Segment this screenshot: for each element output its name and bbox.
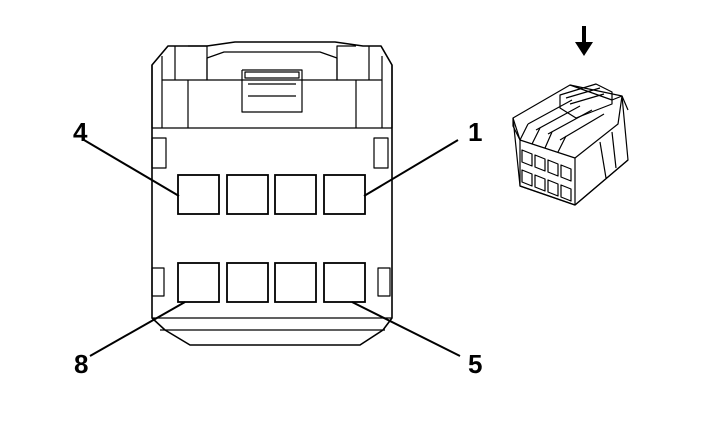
pin-label-8: 8 [74, 349, 88, 379]
right-latch [336, 45, 393, 128]
cavity-pin-7 [226, 262, 269, 303]
guide-right-bottom [377, 267, 391, 297]
cavity-pin-2 [274, 174, 317, 215]
connector-isometric-view [512, 83, 629, 206]
left-latch [151, 45, 208, 128]
cavity-pin-4 [177, 174, 220, 215]
lock-tab [206, 51, 338, 113]
leader-pin-5 [351, 301, 461, 357]
guide-right-top [373, 137, 389, 169]
leader-pin-4 [83, 139, 180, 197]
cavity-pin-1 [323, 174, 366, 215]
cavity-pin-5 [323, 262, 366, 303]
pin-label-1: 1 [468, 117, 482, 147]
cavity-pin-3 [226, 174, 269, 215]
arrow-down-icon [575, 26, 593, 56]
pin-label-4: 4 [73, 117, 88, 147]
pin-label-5: 5 [468, 349, 482, 379]
connector-face-view: 4 1 8 5 [73, 41, 482, 379]
cavity-pin-8 [177, 262, 220, 303]
leader-pin-8 [89, 301, 186, 357]
cavity-pin-6 [274, 262, 317, 303]
guide-left-bottom [151, 267, 165, 297]
guide-left-top [151, 137, 167, 169]
leader-pin-1 [363, 139, 459, 197]
housing-inner-edge [152, 127, 392, 331]
